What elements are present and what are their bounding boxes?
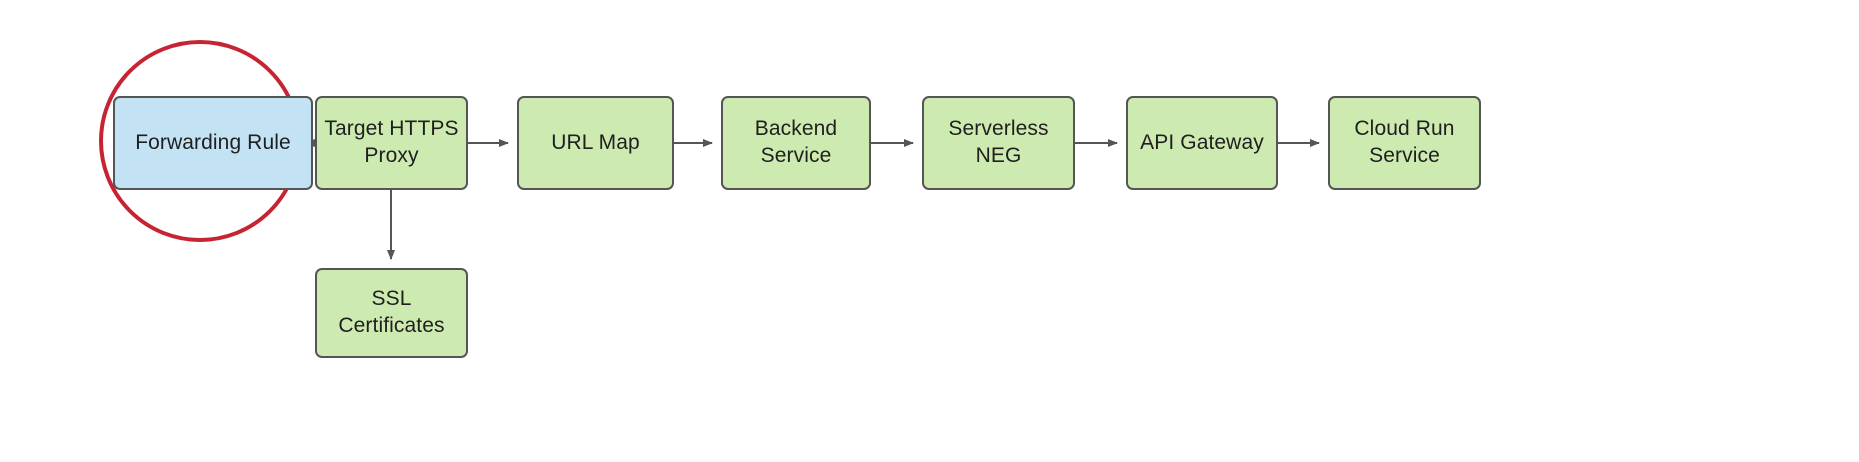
node-url-map[interactable]: URL Map	[517, 96, 674, 190]
node-backend-service[interactable]: Backend Service	[721, 96, 871, 190]
node-label-ssl-certificates: SSL Certificates	[338, 287, 445, 337]
node-serverless-neg[interactable]: Serverless NEG	[922, 96, 1075, 190]
node-cloud-run-service[interactable]: Cloud Run Service	[1328, 96, 1481, 190]
node-label-target-https-proxy: Target HTTPS Proxy	[324, 117, 459, 167]
node-label-backend-service: Backend Service	[754, 117, 838, 167]
node-label-forwarding-rule: Forwarding Rule	[135, 130, 291, 154]
node-ssl-certificates[interactable]: SSL Certificates	[315, 268, 468, 358]
node-label-url-map: URL Map	[551, 130, 640, 154]
node-label-api-gateway: API Gateway	[1140, 130, 1264, 154]
node-target-https-proxy[interactable]: Target HTTPS Proxy	[315, 96, 468, 190]
node-label-cloud-run-service: Cloud Run Service	[1354, 117, 1455, 167]
node-label-serverless-neg: Serverless NEG	[948, 117, 1049, 167]
node-forwarding-rule[interactable]: Forwarding Rule	[113, 96, 313, 190]
node-api-gateway[interactable]: API Gateway	[1126, 96, 1278, 190]
